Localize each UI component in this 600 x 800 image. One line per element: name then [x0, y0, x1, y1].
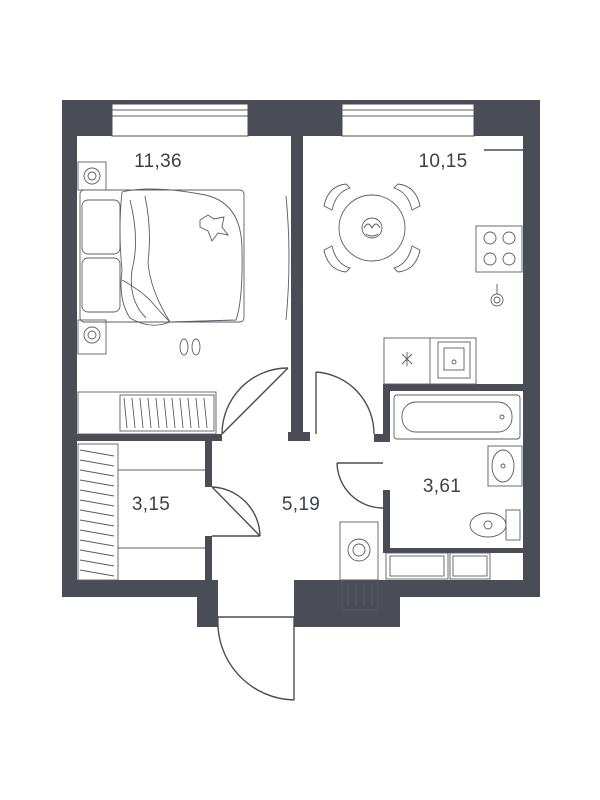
area-label-storage: 3,15: [132, 494, 170, 515]
area-label-bathroom: 3,61: [423, 476, 461, 497]
mirror: [285, 195, 290, 321]
double-bed: [79, 188, 245, 326]
door-storage: [211, 486, 261, 537]
nightstand-bottom: [77, 319, 107, 355]
area-label-bedroom: 11,36: [134, 151, 182, 172]
door-bedroom: [221, 367, 289, 435]
washbasin: [487, 445, 523, 487]
kitchen-stove: [475, 225, 523, 273]
window-bedroom: [111, 103, 249, 137]
washing-machine: [339, 521, 379, 611]
interior-walls: [77, 136, 523, 580]
door-bathroom: [336, 462, 384, 509]
door-kitchen: [315, 371, 375, 435]
wardrobe: [77, 391, 217, 435]
nightstand-top: [77, 161, 107, 191]
bathroom-cabinets: [385, 552, 491, 580]
toilet: [469, 509, 521, 541]
kitchen-counter: [383, 337, 477, 385]
kitchen-tap: [490, 284, 504, 307]
storage-shelves: [77, 443, 205, 581]
door-entrance: [217, 616, 295, 701]
area-label-hall: 5,19: [282, 494, 320, 515]
bathtub: [393, 394, 521, 440]
slippers: [179, 338, 201, 356]
area-label-kitchen: 10,15: [418, 151, 467, 172]
dining-table: [323, 183, 421, 273]
window-kitchen: [341, 103, 475, 137]
